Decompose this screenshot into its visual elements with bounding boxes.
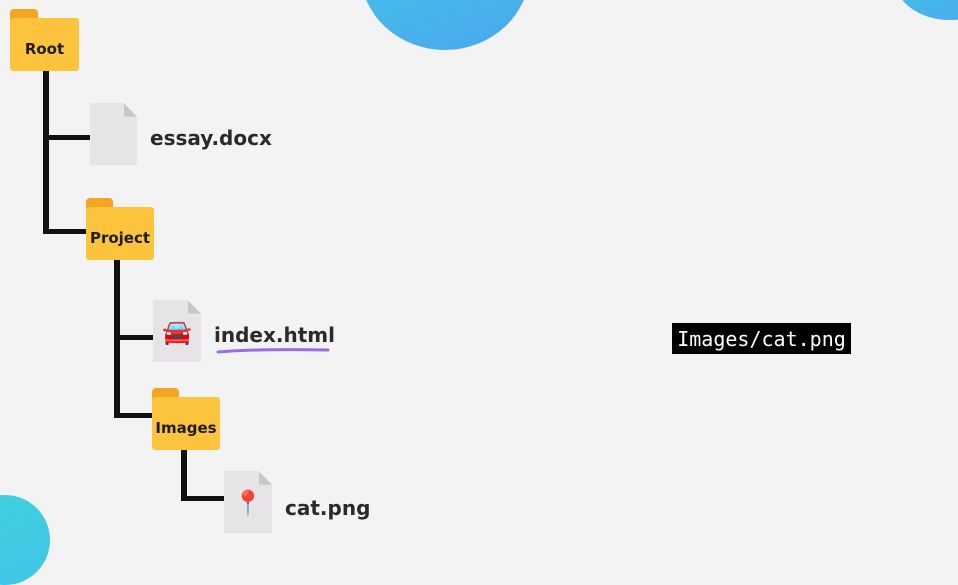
relative-path-caption: Images/cat.png xyxy=(672,323,851,354)
html-file-icon[interactable]: 🚘 xyxy=(153,300,201,362)
images-folder[interactable]: Images xyxy=(152,388,220,450)
car-icon: 🚘 xyxy=(162,318,192,347)
index-file-name: index.html xyxy=(214,323,335,347)
document-file-icon[interactable] xyxy=(90,103,137,165)
decorative-blob-top-right xyxy=(895,0,958,20)
tree-connector xyxy=(114,335,156,340)
cat-file-name: cat.png xyxy=(285,496,371,520)
underline-annotation xyxy=(216,348,330,354)
file-fold xyxy=(258,471,272,485)
file-fold xyxy=(123,103,137,117)
project-folder-label: Project xyxy=(89,228,151,247)
root-folder-label: Root xyxy=(24,39,65,58)
file-fold xyxy=(187,300,201,314)
decorative-blob-top xyxy=(360,0,530,50)
pushpin-icon: 📍 xyxy=(233,489,263,518)
relative-path-text: Images/cat.png xyxy=(677,326,846,351)
essay-file-name: essay.docx xyxy=(150,126,272,150)
decorative-blob-bottom-left xyxy=(0,495,50,585)
folder-icon: Images xyxy=(152,397,220,450)
tree-connector xyxy=(43,135,91,140)
project-folder[interactable]: Project xyxy=(86,198,154,260)
tree-connector xyxy=(181,496,228,501)
tree-connector xyxy=(43,229,89,234)
image-file-icon[interactable]: 📍 xyxy=(224,471,272,533)
root-folder[interactable]: Root xyxy=(10,9,79,71)
tree-connector xyxy=(43,70,49,234)
folder-icon: Root xyxy=(10,18,79,71)
tree-connector xyxy=(181,448,187,501)
images-folder-label: Images xyxy=(155,418,217,437)
folder-icon: Project xyxy=(86,207,154,260)
tree-connector xyxy=(114,413,156,418)
